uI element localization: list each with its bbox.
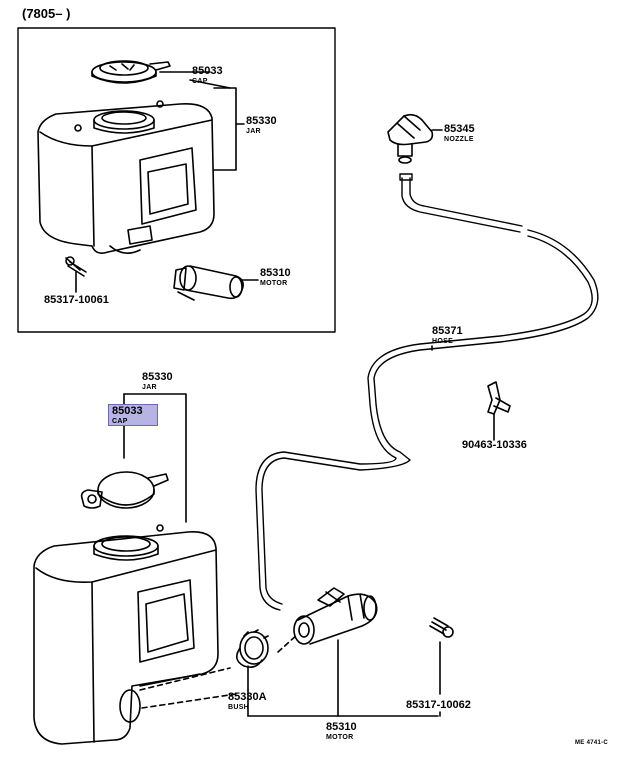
bush-drawing	[236, 629, 269, 668]
figure-code: ME 4741-C	[575, 740, 609, 746]
nozzle-part-number: 85345	[444, 123, 475, 135]
bush-part-number: 85330A	[228, 691, 267, 703]
inset-screw-part-number: 85317-10061	[44, 294, 109, 306]
inset-screw-drawing	[65, 256, 87, 277]
nozzle-part-name: NOZZLE	[444, 136, 474, 143]
jar-part-number: 85330	[142, 371, 173, 383]
screw-part-number: 85317-10062	[406, 699, 471, 711]
inset-motor-part-number: 85310	[260, 267, 291, 279]
cap-part-name: CAP	[112, 418, 128, 425]
inset-motor-part-name: MOTOR	[260, 280, 288, 287]
inset-jar-part-name: JAR	[246, 128, 261, 135]
nozzle-drawing	[387, 113, 434, 164]
motor-part-number: 85310	[326, 721, 357, 733]
cap-part-number: 85033	[112, 405, 143, 417]
motor-part-name: MOTOR	[326, 734, 354, 741]
hose-drawing	[255, 173, 599, 611]
cap-highlight	[108, 404, 158, 426]
inset-cap-part-name: CAP	[192, 78, 208, 85]
clamp-part-number: 90463-10336	[462, 439, 527, 451]
inset-date-range: (7805– )	[22, 6, 71, 21]
jar-part-name: JAR	[142, 384, 157, 391]
inset-motor-drawing	[173, 265, 244, 301]
clamp-drawing	[487, 381, 511, 415]
inset-jar-drawing	[37, 100, 215, 254]
inset-cap-drawing	[91, 60, 171, 84]
hose-part-name: HOSE	[432, 338, 454, 345]
hose-part-number: 85371	[432, 325, 463, 337]
inset-cap-part-number: 85033	[192, 65, 223, 77]
bush-part-name: BUSH	[228, 704, 250, 711]
motor-drawing	[293, 587, 378, 645]
jar-drawing	[33, 524, 219, 745]
cap-drawing	[80, 471, 169, 509]
inset-jar-part-number: 85330	[246, 115, 277, 127]
inset-frame	[17, 27, 336, 333]
screw-drawing	[429, 617, 454, 638]
